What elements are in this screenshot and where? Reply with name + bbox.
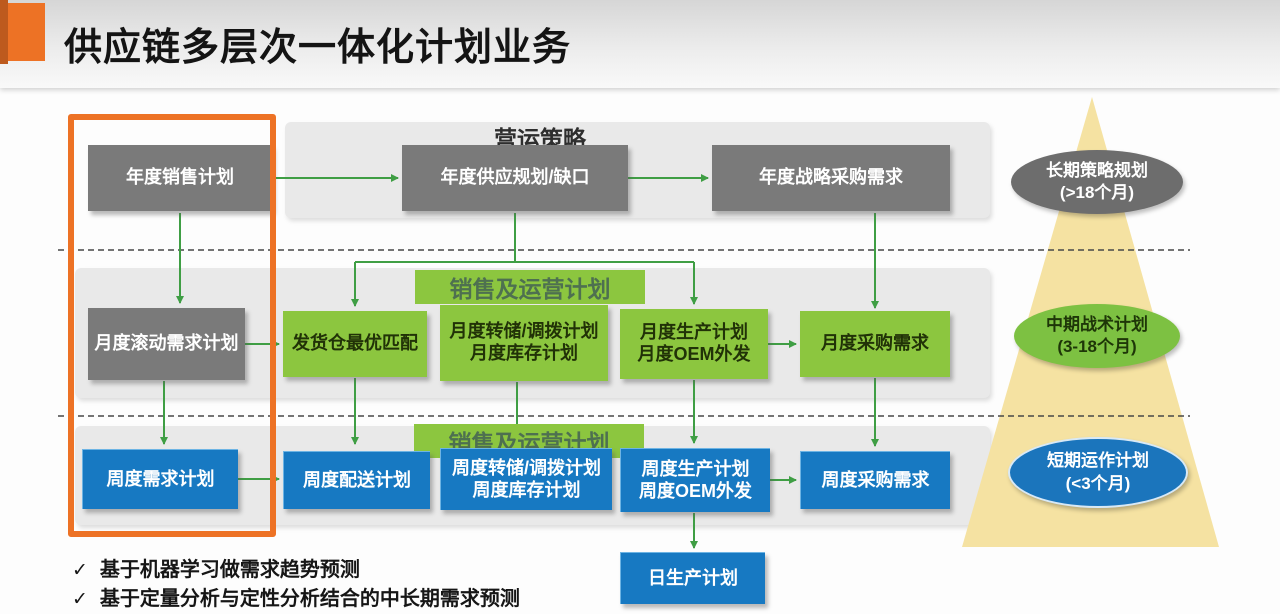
box-weekly-procurement: 周度采购需求 — [800, 451, 950, 509]
box-annual-supply-plan-gap: 年度供应规划/缺口 — [402, 145, 628, 211]
box-monthly-transfer-inventory: 月度转储/调拨计划 月度库存计划 — [440, 305, 608, 381]
box-weekly-transfer-inventory: 周度转储/调拨计划 周度库存计划 — [440, 448, 612, 510]
bullet-text: 基于定量分析与定性分析结合的中长期需求预测 — [99, 588, 520, 610]
box-weekly-production-oem: 周度生产计划 周度OEM外发 — [620, 448, 770, 512]
bullet-item: ✓ 基于机器学习做需求趋势预测 — [72, 556, 520, 585]
box-weekly-demand: 周度需求计划 — [82, 449, 238, 509]
bullet-list: ✓ 基于机器学习做需求趋势预测 ✓ 基于定量分析与定性分析结合的中长期需求预测 — [72, 556, 520, 614]
box-monthly-rolling-demand: 月度滚动需求计划 — [88, 308, 245, 380]
slide-title: 供应链多层次一体化计划业务 — [64, 27, 572, 69]
box-weekly-distribution: 周度配送计划 — [283, 451, 430, 509]
bullet-text: 基于机器学习做需求趋势预测 — [99, 559, 360, 581]
box-monthly-procurement: 月度采购需求 — [800, 311, 950, 377]
bullet-item: ✓ 基于定量分析与定性分析结合的中长期需求预测 — [72, 585, 520, 614]
checkmark-icon: ✓ — [72, 589, 88, 610]
ellipse-short-term: 短期运作计划 (<3个月) — [1008, 437, 1188, 508]
accent-square — [8, 3, 45, 61]
box-monthly-production-oem: 月度生产计划 月度OEM外发 — [620, 309, 768, 379]
header: 供应链多层次一体化计划业务 — [0, 0, 1280, 88]
ellipse-mid-term: 中期战术计划 (3-18个月) — [1014, 304, 1180, 368]
checkmark-icon: ✓ — [72, 560, 88, 581]
box-shipping-warehouse-matching: 发货仓最优匹配 — [283, 311, 427, 377]
box-annual-strategic-procurement: 年度战略采购需求 — [712, 145, 950, 211]
accent-strip — [0, 0, 8, 64]
band-title-snop-monthly: 销售及运营计划 — [415, 270, 645, 304]
box-annual-sales-plan: 年度销售计划 — [88, 145, 272, 211]
box-daily-production: 日生产计划 — [620, 552, 765, 604]
ellipse-long-term: 长期策略规划 (>18个月) — [1011, 150, 1183, 214]
